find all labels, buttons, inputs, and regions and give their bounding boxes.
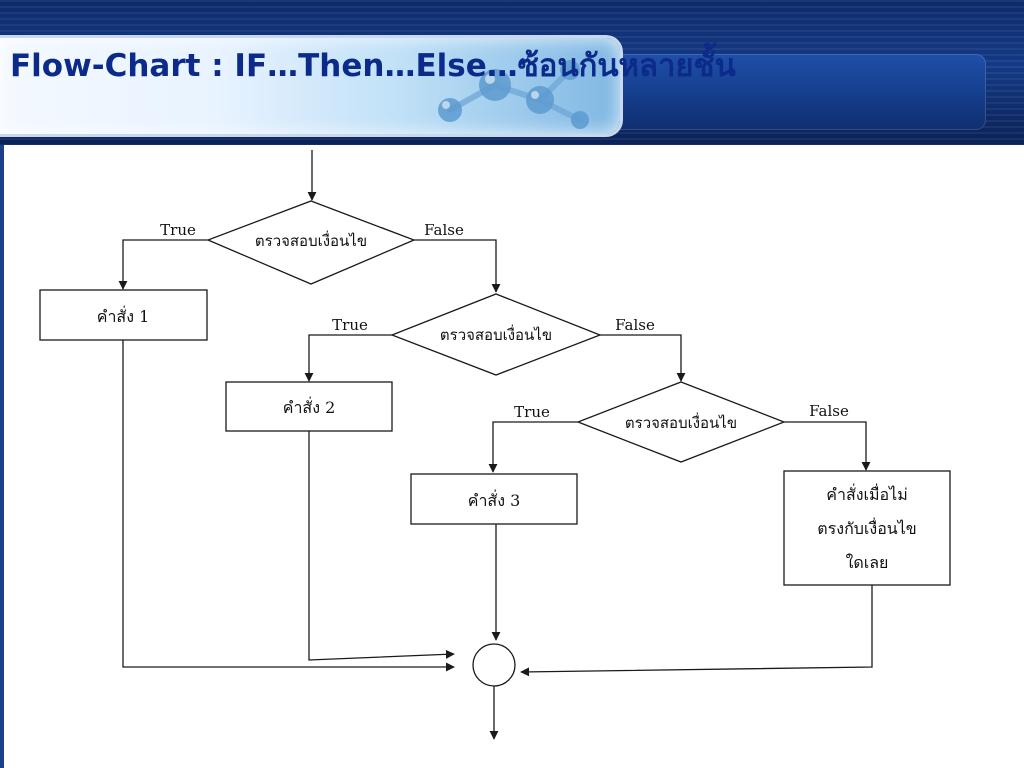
process-2-shape [225, 381, 393, 432]
merge-connector-circle [472, 643, 516, 687]
header-right-bar [600, 54, 986, 130]
decision-3-false-label: False [809, 402, 849, 420]
title-panel [0, 38, 620, 134]
d3-true-connector [488, 421, 578, 473]
decision-1-label: ตรวจสอบเงื่อนไข [255, 230, 367, 250]
d2-true-connector [304, 334, 392, 382]
process-2-label: คำสั่ง 2 [283, 396, 336, 417]
slide-left-edge [0, 145, 4, 768]
decision-2-true-label: True [332, 316, 368, 334]
decision-1-shape [206, 200, 416, 285]
decision-3-true-label: True [514, 403, 550, 421]
process-4-label-line-3: ใดเลย [846, 553, 889, 572]
d1-true-connector [118, 239, 208, 290]
process-1-shape [39, 289, 208, 341]
molecule-decoration-icon [438, 60, 589, 129]
decision-2-false-label: False [615, 316, 655, 334]
process-4-label-line-2: ตรงกับเงื่อนไข [817, 517, 916, 538]
decision-1-true-label: True [160, 221, 196, 239]
decision-2-shape [390, 293, 602, 376]
slide-header: Flow-Chart : IF…Then…Else…ซ้อนกันหลายชั้… [0, 0, 1024, 145]
decision-3-shape [576, 381, 786, 463]
decision-1-false-label: False [424, 221, 464, 239]
d1-false-connector [414, 239, 501, 293]
flowchart-diagram: ตรวจสอบเงื่อนไข ตรวจสอบเงื่อนไข ตรวจสอบเ… [39, 150, 951, 740]
p4-return-connector [520, 585, 873, 677]
decision-2-label: ตรวจสอบเงื่อนไข [440, 324, 552, 344]
p2-return-connector [308, 431, 455, 661]
process-4-label-line-1: คำสั่งเมื่อไม่ [826, 483, 907, 504]
decision-3-label: ตรวจสอบเงื่อนไข [625, 412, 737, 432]
p1-return-connector [122, 340, 455, 672]
d2-false-connector [600, 334, 686, 382]
process-1-label: คำสั่ง 1 [97, 305, 150, 326]
d3-false-connector [784, 421, 871, 471]
slide-title: Flow-Chart : IF…Then…Else…ซ้อนกันหลายชั้… [10, 48, 736, 84]
process-3-label: คำสั่ง 3 [468, 489, 521, 510]
process-3-shape [410, 473, 578, 525]
process-4-shape [783, 470, 951, 586]
